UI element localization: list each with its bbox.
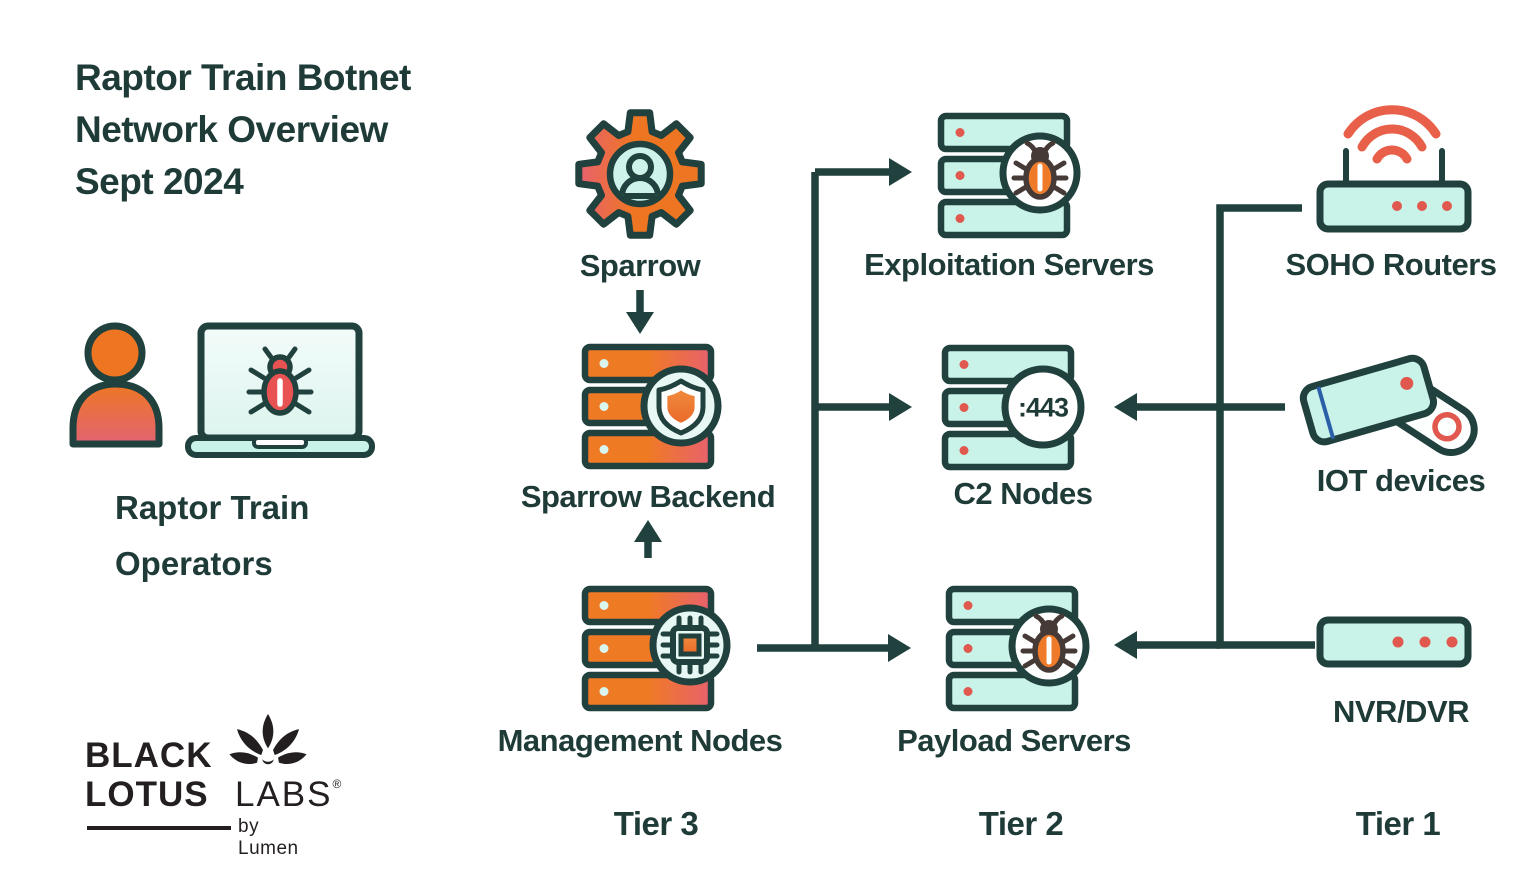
connector-arrowheads: [626, 158, 1137, 662]
logo-black-text: BLACK: [85, 736, 213, 775]
gear-person-icon: [618, 153, 662, 199]
sparrow-label: Sparrow: [579, 248, 701, 283]
arrowhead-right-c2: [889, 393, 912, 421]
operator-person-icon: [69, 322, 163, 448]
arrowhead-left-c2: [1114, 393, 1137, 421]
connector-tier1-trunk: [1216, 204, 1315, 649]
iot-camera-icon: [1299, 354, 1478, 456]
tier-1-label: Tier 1: [1355, 805, 1441, 842]
soho-router-icon: [1316, 105, 1472, 233]
arrowhead-right-exploitation: [889, 158, 912, 186]
arrowhead-up-backend: [634, 520, 662, 542]
nvr-dvr-label: NVR/DVR: [1332, 694, 1470, 729]
operators-label-line-2: Operators: [115, 545, 273, 582]
nvr-dvr-icon: [1316, 616, 1472, 668]
logo-underline: [87, 826, 231, 830]
title-line-2: Network Overview: [75, 109, 388, 150]
c2-nodes-label: C2 Nodes: [953, 476, 1093, 511]
operator-laptop-icon: [185, 322, 375, 458]
c2-port-badge-label: :443: [1017, 392, 1069, 423]
wifi-signal-icon: [1343, 105, 1441, 164]
tier-3-label: Tier 3: [613, 805, 699, 842]
arrowhead-left-payload: [1114, 631, 1137, 659]
sparrow-backend-label: Sparrow Backend: [520, 479, 776, 514]
exploitation-servers-label: Exploitation Servers: [864, 247, 1154, 282]
tier-2-label: Tier 2: [978, 805, 1064, 842]
operators-label-line-1: Raptor Train: [115, 489, 310, 526]
connector-lines: [636, 168, 1315, 652]
soho-routers-label: SOHO Routers: [1285, 247, 1497, 282]
title-line-3: Sept 2024: [75, 161, 244, 202]
iot-devices-label: IOT devices: [1316, 463, 1486, 498]
laptop-bug-icon: [246, 346, 314, 416]
title-line-1: Raptor Train Botnet: [75, 57, 411, 98]
arrowhead-down-backend: [626, 312, 654, 334]
lotus-flower-icon: [229, 714, 307, 765]
chip-badge-icon: [649, 604, 731, 686]
logo-byline: by Lumen: [238, 816, 299, 859]
payload-servers-label: Payload Servers: [897, 723, 1131, 758]
page-title: Raptor Train Botnet Network Overview Sep…: [75, 52, 411, 208]
management-nodes-label: Management Nodes: [497, 723, 783, 758]
operators-label: Raptor Train Operators: [115, 480, 309, 592]
logo-registered-mark: ®: [332, 777, 342, 791]
arrowhead-right-payload: [888, 634, 911, 662]
logo-labs-text: LABS®: [235, 775, 342, 814]
payload-bug-badge-icon: [1008, 605, 1090, 687]
logo-lotus-text: LOTUS: [85, 775, 209, 814]
c2-port-badge-icon: [1001, 365, 1085, 449]
sparrow-gear-icon: [575, 109, 705, 239]
exploitation-bug-badge-icon: [999, 132, 1081, 214]
shield-badge-icon: [640, 365, 722, 447]
